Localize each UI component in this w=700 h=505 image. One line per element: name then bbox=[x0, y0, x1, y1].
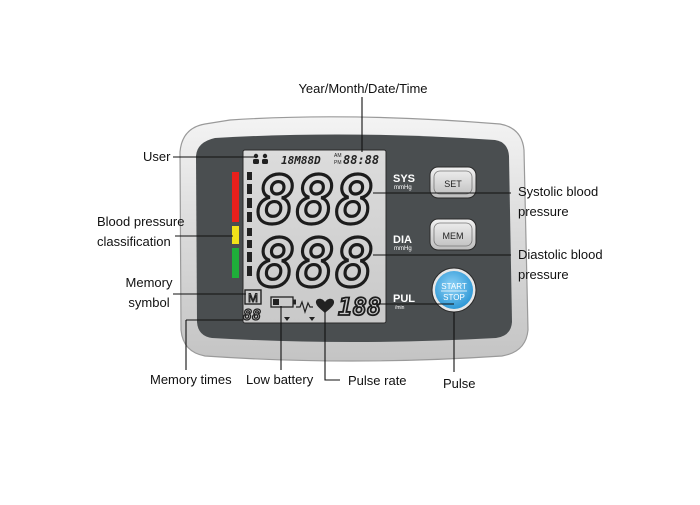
heart-icon bbox=[315, 298, 335, 313]
time-digits: 88:88 bbox=[343, 153, 379, 167]
leader-pulse-rate bbox=[324, 312, 340, 381]
set-button[interactable]: SET bbox=[429, 166, 477, 199]
label-pulse-rate: Pulse rate bbox=[348, 373, 407, 388]
classification-segments bbox=[247, 172, 252, 276]
pul-label: PUL bbox=[393, 293, 415, 305]
dia-unit: mmHg bbox=[394, 246, 412, 252]
date-digits: 18M88D bbox=[281, 154, 321, 167]
mem-button[interactable]: MEM bbox=[429, 218, 477, 251]
memory-symbol: M bbox=[248, 291, 258, 305]
label-systolic: Systolic blood pressure bbox=[518, 184, 599, 219]
diastolic-digits: 888 bbox=[256, 225, 374, 302]
battery-icon bbox=[270, 296, 296, 308]
pul-unit: /min bbox=[395, 305, 405, 311]
pm-indicator: PM bbox=[334, 160, 342, 166]
indicator-arrow-right bbox=[309, 317, 315, 321]
label-user: User bbox=[143, 149, 171, 164]
label-pulse: Pulse bbox=[443, 376, 476, 391]
label-memory-symbol: Memory symbol bbox=[125, 275, 173, 310]
set-button-label: SET bbox=[444, 179, 462, 189]
pulse-digits: 188 bbox=[338, 293, 381, 321]
sys-unit: mmHg bbox=[394, 185, 412, 191]
memory-symbol-box bbox=[244, 289, 262, 305]
sys-label: SYS bbox=[393, 173, 415, 185]
leader-lines bbox=[173, 97, 511, 381]
lcd-screen bbox=[242, 149, 387, 324]
memory-digits: 88 bbox=[243, 306, 261, 324]
classification-red bbox=[232, 172, 239, 222]
label-datetime: Year/Month/Date/Time bbox=[298, 81, 428, 96]
label-low-battery: Low battery bbox=[246, 372, 314, 387]
mem-button-label: MEM bbox=[443, 231, 464, 241]
dia-label: DIA bbox=[393, 234, 412, 246]
am-indicator: AM bbox=[334, 153, 342, 159]
label-memory-times: Memory times bbox=[150, 372, 232, 387]
start-label: START bbox=[441, 282, 467, 291]
label-classification: Blood pressure classification bbox=[97, 214, 185, 249]
systolic-digits: 888 bbox=[256, 162, 374, 239]
classification-green bbox=[232, 248, 239, 278]
stop-label: STOP bbox=[443, 293, 465, 302]
user-icon bbox=[253, 153, 268, 164]
start-stop-button[interactable]: START STOP bbox=[431, 267, 477, 313]
pulse-wave-icon bbox=[296, 300, 313, 314]
classification-yellow bbox=[232, 226, 239, 244]
label-diastolic: Diastolic blood pressure bbox=[518, 247, 603, 282]
indicator-arrow-left bbox=[284, 317, 290, 321]
